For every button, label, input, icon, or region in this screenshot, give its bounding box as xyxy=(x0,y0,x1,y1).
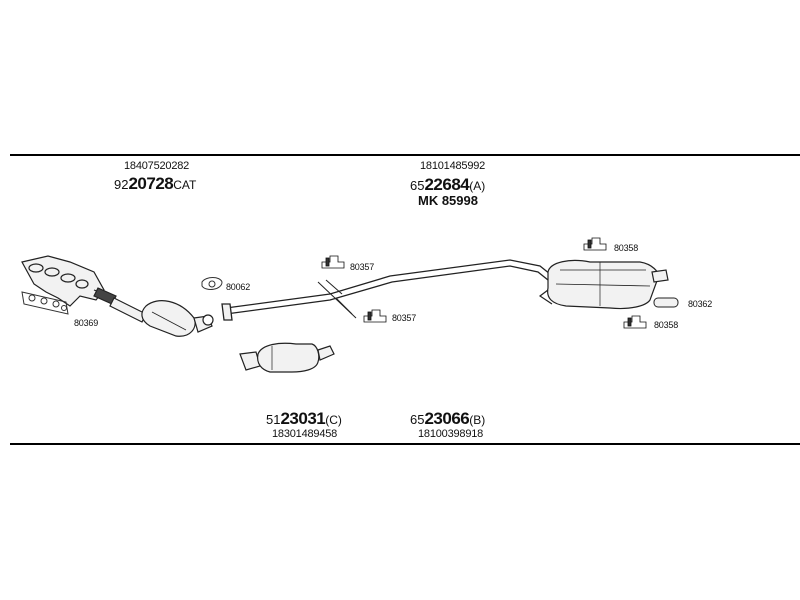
front-muffler xyxy=(239,342,335,373)
ref-hanger-bottom: 80357 xyxy=(392,313,417,323)
rear-muffler-number: 22684 xyxy=(424,175,470,194)
front-muffler-part-number: 5123031(C) xyxy=(266,409,342,429)
ref-manifold-gasket: 80369 xyxy=(74,318,99,328)
left-oe-number: 18407520282 xyxy=(124,160,190,172)
hanger-clamp-icons xyxy=(321,237,647,329)
catalyst-suffix: CAT xyxy=(173,178,197,192)
exhaust-manifold xyxy=(21,255,111,307)
catalyst-number: 20728 xyxy=(128,174,174,193)
pipe-part-number: 6523066(B) xyxy=(410,409,485,429)
front-muffler-prefix: 51 xyxy=(266,412,281,427)
ref-hanger-top: 80357 xyxy=(350,262,375,272)
rear-muffler-part-number: 6522684(A) xyxy=(410,175,485,195)
rear-muffler xyxy=(538,259,669,310)
ref-hanger-muffler-top: 80358 xyxy=(614,243,639,253)
pipe-suffix: (B) xyxy=(469,413,486,427)
catalyst-prefix: 92 xyxy=(114,177,129,192)
manifold-gasket xyxy=(21,291,69,315)
pipe-hangers xyxy=(317,279,357,319)
rubber-mount xyxy=(653,297,679,308)
mounting-kit-number: MK 85998 xyxy=(418,193,478,208)
rear-muffler-suffix: (A) xyxy=(469,179,486,193)
flange-gasket xyxy=(201,277,223,290)
pipe-oe-number: 18100398918 xyxy=(418,428,484,440)
ref-flange-gasket: 80062 xyxy=(226,282,251,292)
pipe-number: 23066 xyxy=(424,409,470,428)
ref-hanger-muffler-bottom: 80358 xyxy=(654,320,679,330)
front-muffler-oe-number: 18301489458 xyxy=(272,428,338,440)
pipe-prefix: 65 xyxy=(410,412,425,427)
intermediate-pipe xyxy=(221,259,551,321)
catalytic-converter xyxy=(93,287,214,337)
ref-rubber-mount: 80362 xyxy=(688,299,713,309)
middle-oe-number: 18101485992 xyxy=(420,160,486,172)
front-muffler-suffix: (C) xyxy=(325,413,342,427)
catalyst-part-number: 9220728CAT xyxy=(114,174,196,194)
front-muffler-number: 23031 xyxy=(280,409,326,428)
rear-muffler-prefix: 65 xyxy=(410,178,425,193)
